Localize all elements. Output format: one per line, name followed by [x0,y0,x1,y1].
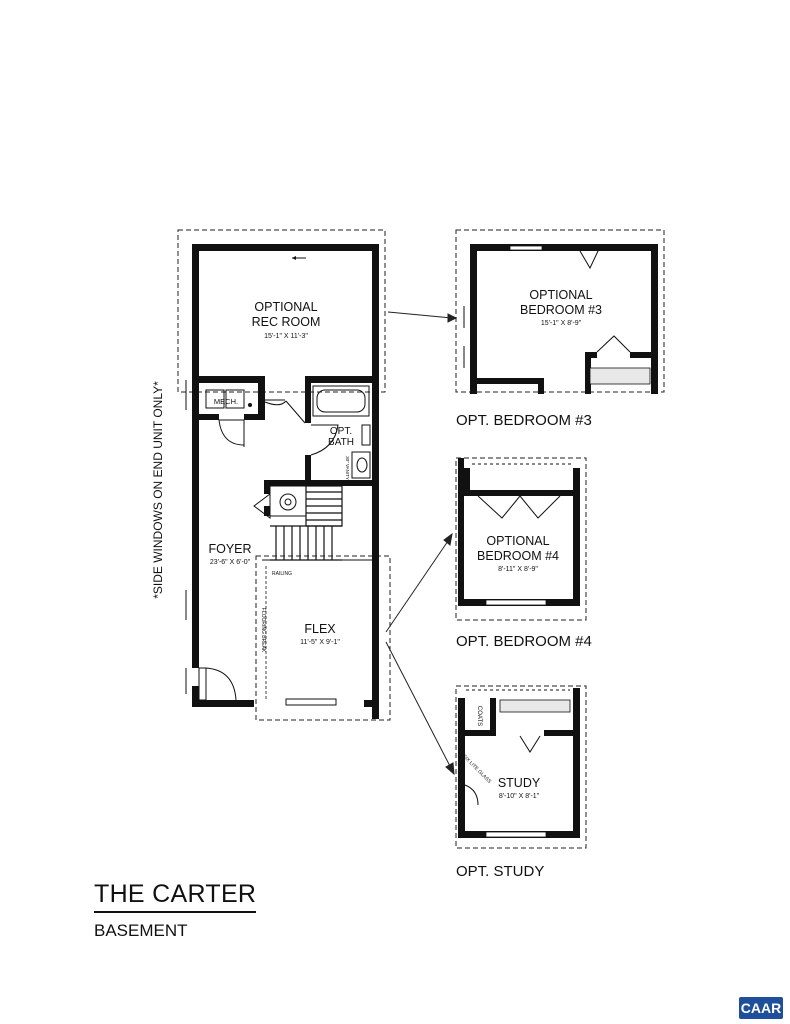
flex-dashed-outline [255,555,391,721]
flooring-break-label: FLOORING BREAK [260,608,266,653]
entry-door [205,667,237,701]
opt-bath-label-1: OPT. [330,426,352,437]
mech-unit-1 [205,389,225,409]
bedroom3-label-1: OPTIONAL [529,288,592,302]
mech-unit-2 [225,389,245,409]
flex-dims: 11'-5" X 9'-1" [300,639,340,646]
caar-logo: CAAR [739,997,783,1019]
rec-room-dashed-outline [177,229,386,393]
opt-bath-label-2: BATH [328,437,354,448]
bedroom3-label-2: BEDROOM #3 [520,303,602,317]
coats-label: COATS [476,706,482,726]
option-arrows [385,311,458,776]
foyer-label: FOYER [208,542,251,556]
study-caption: OPT. STUDY [456,863,544,880]
study-dims: 8'-10" X 8'-1" [499,793,540,800]
flex-label: FLEX [304,622,336,636]
plan-subtitle: BASEMENT [94,921,188,940]
option-bedroom-3: OPTIONAL BEDROOM #3 15'-1" X 8'-9" OPT. … [455,229,665,429]
rec-room-label-2: REC ROOM [252,315,321,329]
rec-room-dims: 15'-1" X 11'-3" [264,333,308,340]
mech-label: MECH. [214,397,238,406]
exterior-walls [192,244,379,719]
fix-lite-glass-label: FIX LITE GLASS [461,754,492,785]
option-study: COATS FIX LITE GLASS STUDY 8'-10" X 8'-1… [455,685,587,880]
bedroom3-caption: OPT. BEDROOM #3 [456,412,592,429]
rec-room-label-1: OPTIONAL [254,300,317,314]
vanity [351,451,371,479]
toilet [361,424,371,446]
flex-window [285,698,337,706]
plan-title: THE CARTER [94,880,257,913]
option-bedroom-4: OPTIONAL BEDROOM #4 8'-11" X 8'-9" OPT. … [455,457,592,650]
main-basement-plan: OPTIONAL REC ROOM 15'-1" X 11'-3" MECH. … [151,229,458,776]
bedroom4-label-2: BEDROOM #4 [477,549,559,563]
railing-label: RAILING [272,571,292,577]
vanity-label: 30" VANITY [345,456,350,480]
interior-walls [199,376,372,516]
staircase [270,485,343,561]
bedroom4-label-1: OPTIONAL [486,534,549,548]
bedroom4-dims: 8'-11" X 8'-9" [498,566,538,573]
bathtub [312,385,370,417]
sump-pump [279,493,297,511]
side-windows-note: *SIDE WINDOWS ON END UNIT ONLY* [151,381,165,599]
study-label: STUDY [498,776,541,790]
bedroom4-caption: OPT. BEDROOM #4 [456,633,592,650]
title-block: THE CARTER BASEMENT [94,880,257,941]
foyer-dims: 23'-6" X 6'-0" [210,559,251,566]
bedroom3-dims: 15'-1" X 8'-9" [541,320,582,327]
